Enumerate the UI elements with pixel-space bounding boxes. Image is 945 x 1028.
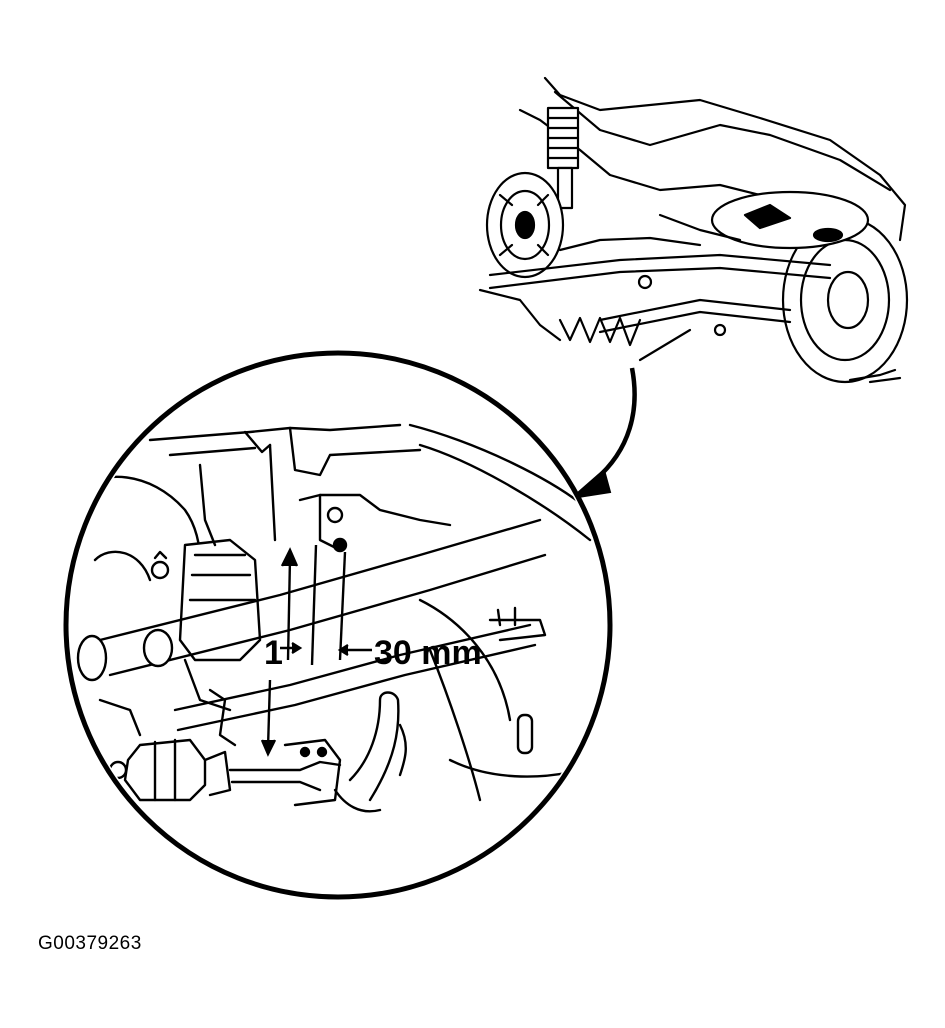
detail-magnified-view [66, 353, 610, 897]
figure-id: G00379263 [38, 933, 142, 954]
measure-line-right [340, 552, 345, 660]
measure-arrowhead-bottom [262, 740, 275, 754]
measure-arrowhead-top [282, 550, 297, 566]
vehicle-underside-overview [480, 78, 907, 382]
measurement-guides [262, 545, 372, 754]
measure-line-left [288, 558, 290, 660]
callout-number-1: 1 [264, 634, 283, 672]
dimension-label: 30 mm [374, 634, 482, 672]
measure-line-left-lower [268, 680, 270, 748]
detail-pointer-arrow [572, 368, 635, 498]
measure-line-mid [312, 545, 316, 665]
